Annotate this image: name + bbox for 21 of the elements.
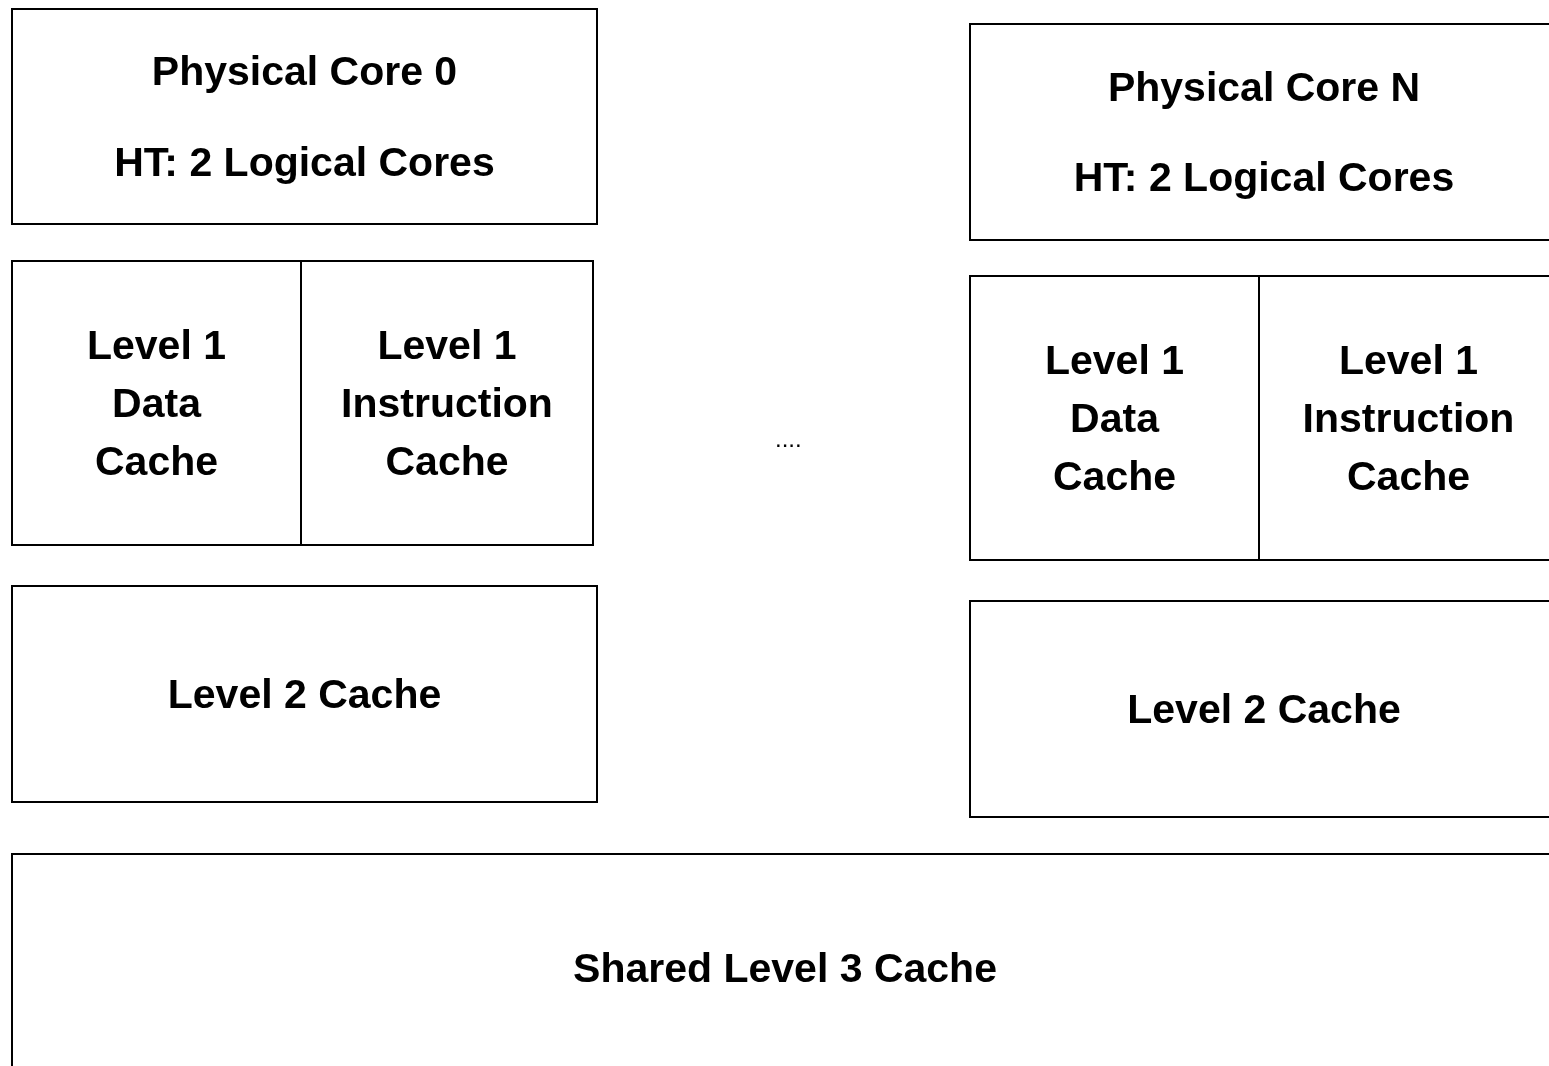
ellipsis-text: .... [775,425,802,453]
cache-label: Level 1 Instruction Cache [340,321,554,486]
cache-label: Level 2 Cache [167,670,442,719]
cache-label: Level 1 Instruction Cache [1301,336,1516,501]
cache-box [300,260,594,546]
core-box [969,23,1549,241]
cache-box [969,600,1549,818]
core-label: Physical Core 0 [151,47,458,97]
cache-label: Level 1 Data Cache [1043,336,1185,501]
cache-label: Shared Level 3 Cache [573,944,997,993]
cache-box [11,585,598,803]
cache-box [11,853,1549,1066]
core-label: HT: 2 Logical Cores [114,137,495,187]
cache-label: Level 2 Cache [1127,685,1401,734]
cache-box [11,260,302,546]
core-label: Physical Core N [1107,62,1421,112]
core-label: HT: 2 Logical Cores [1073,153,1455,203]
cache-box [969,275,1260,561]
cache-box [1258,275,1549,561]
core-box [11,8,598,225]
cache-label: Level 1 Data Cache [85,321,227,486]
